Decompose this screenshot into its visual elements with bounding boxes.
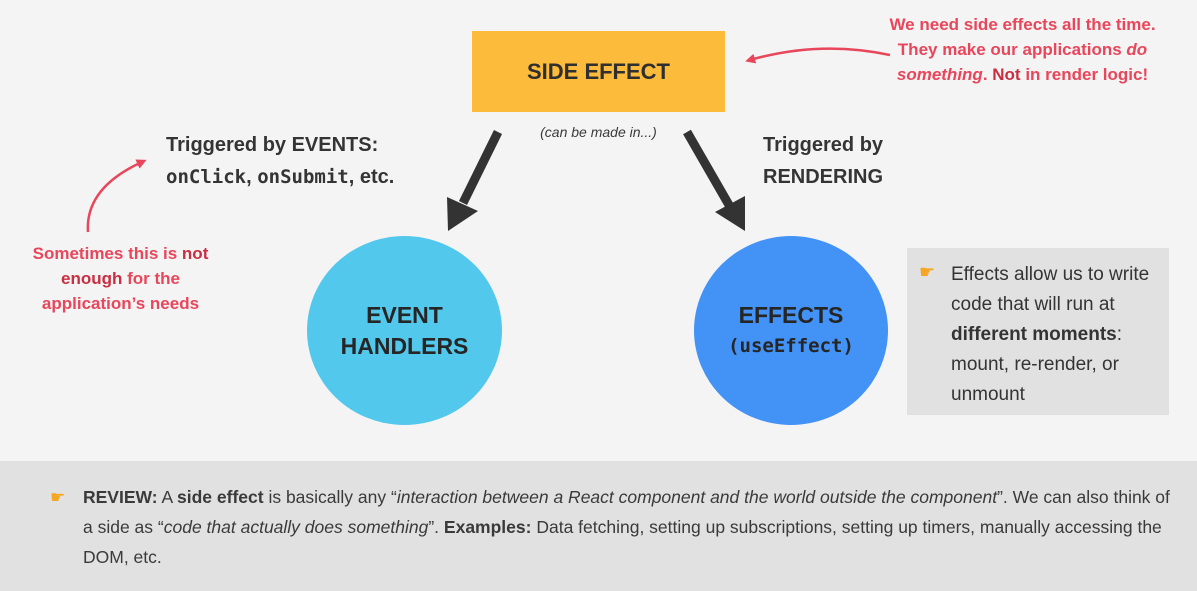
effects-info-part2: : mount, re-render, or unmount <box>951 324 1123 405</box>
rendering-caption-line1: Triggered by <box>763 134 884 156</box>
review-t1: A <box>157 487 178 507</box>
side-effect-box: SIDE EFFECT <box>472 31 725 112</box>
events-caption-line2: onClick, onSubmit, etc. <box>166 161 466 193</box>
events-tail: , etc. <box>348 166 395 188</box>
review-t4: ”. <box>428 517 444 537</box>
event-handlers-circle: EVENT HANDLERS <box>307 236 502 425</box>
onsubmit-code: onSubmit <box>257 166 349 188</box>
review-t3: ”. We can also think of a side as “ <box>83 487 1170 537</box>
review-panel: ☛ REVIEW: A side effect is basically any… <box>0 461 1197 591</box>
effects-info-bold: different moments <box>951 324 1117 345</box>
side-effects-note: We need side effects all the time. They … <box>880 12 1165 87</box>
left-note-part1: Sometimes this is <box>32 244 182 263</box>
red-arrow-left-note <box>86 159 147 233</box>
event-circle-line1: EVENT <box>366 301 443 328</box>
review-b2: Examples: <box>443 517 532 537</box>
review-label: REVIEW: <box>83 487 158 507</box>
side-effect-label: SIDE EFFECT <box>526 58 670 84</box>
arrow-to-event-handlers <box>447 130 503 231</box>
top-note-part2: . <box>982 65 993 84</box>
review-b1: side effect <box>177 487 264 507</box>
left-note-bold: not enough <box>61 244 209 288</box>
review-i1: interaction between a React component an… <box>396 487 998 507</box>
review-t2: is basically any “ <box>263 487 397 507</box>
rendering-trigger-caption: Triggered by RENDERING <box>763 129 963 193</box>
red-arrow-top-note <box>745 47 891 64</box>
pointing-hand-icon: ☛ <box>919 262 936 282</box>
effects-info-part1: Effects allow us to write code that will… <box>951 264 1150 315</box>
arrow-to-effects <box>683 129 745 231</box>
top-note-part1: We need side effects all the time. They … <box>889 15 1156 59</box>
event-circle-line2: HANDLERS <box>340 332 469 359</box>
events-trigger-caption: Triggered by EVENTS: onClick, onSubmit, … <box>166 129 466 193</box>
effects-circle: EFFECTS (useEffect) <box>694 236 888 425</box>
effects-info-text: Effects allow us to write code that will… <box>951 260 1161 410</box>
use-effect-code: (useEffect) <box>728 334 854 357</box>
effects-info-box: ☛ Effects allow us to write code that wi… <box>907 248 1169 415</box>
onclick-code: onClick <box>166 166 247 188</box>
top-note-italic: do something <box>896 40 1148 84</box>
rendering-caption-line2: RENDERING <box>763 166 884 188</box>
top-note-part3: in render logic! <box>1020 65 1149 84</box>
top-note-bold: Not <box>992 65 1021 84</box>
review-t5: Data fetching, setting up subscriptions,… <box>83 517 1162 567</box>
events-separator: , <box>246 166 258 188</box>
review-i2: code that actually does something <box>163 517 429 537</box>
review-text: REVIEW: A side effect is basically any “… <box>83 482 1183 572</box>
left-note-part2: for the application’s needs <box>41 269 200 313</box>
pointing-hand-icon: ☛ <box>50 488 66 507</box>
not-enough-note: Sometimes this is not enough for the app… <box>18 241 223 316</box>
can-be-made-caption: (can be made in...) <box>540 124 657 140</box>
effects-circle-line1: EFFECTS <box>738 301 844 328</box>
events-caption-line1: Triggered by EVENTS: <box>166 134 379 156</box>
